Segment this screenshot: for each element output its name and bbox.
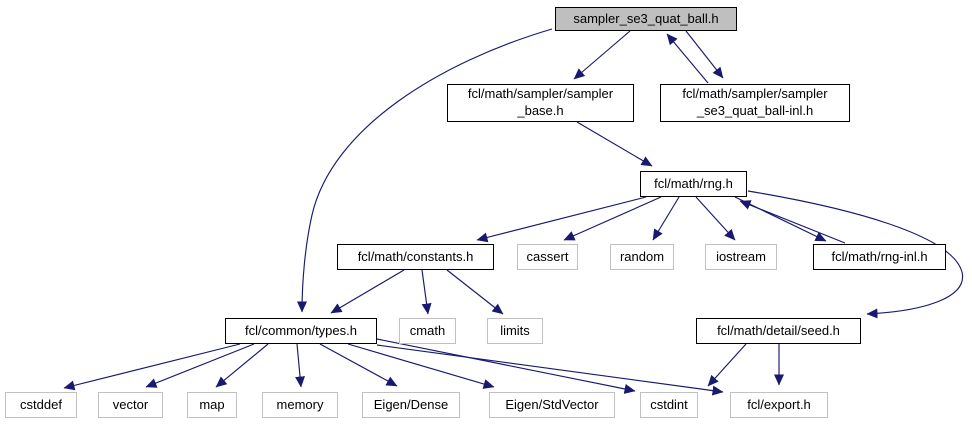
node-iostream: iostream xyxy=(705,244,777,270)
edge-constants-to-limits xyxy=(446,269,504,315)
edge-types-to-eigen-dense xyxy=(319,343,398,387)
edge-types-to-cstddef xyxy=(63,343,241,391)
node-vector: vector xyxy=(98,392,163,418)
node-map: map xyxy=(187,392,237,418)
node-random: random xyxy=(610,244,674,270)
edge-types-to-eigen-stdvector xyxy=(347,343,495,389)
node-cassert: cassert xyxy=(517,244,578,270)
edge-constants-to-types xyxy=(330,269,405,314)
node-cstdint: cstdint xyxy=(640,392,698,418)
node-fcl-export: fcl/export.h xyxy=(730,392,828,418)
node-cmath: cmath xyxy=(399,318,456,344)
edge-types-to-fcl-export xyxy=(376,344,724,396)
edge-rng-to-iostream xyxy=(695,196,736,241)
edge-seed-to-cstdint xyxy=(707,343,747,387)
node-sampler-base[interactable]: fcl/math/sampler/sampler _base.h xyxy=(447,84,634,122)
edge-rng-to-random xyxy=(652,196,680,241)
edge-sampler-base-to-rng xyxy=(576,121,653,167)
edge-types-to-vector xyxy=(145,343,255,388)
node-limits: limits xyxy=(487,318,543,344)
node-rng[interactable]: fcl/math/rng.h xyxy=(640,171,747,197)
node-sampler-se3-quat-ball-inl[interactable]: fcl/math/sampler/sampler _se3_quat_ball-… xyxy=(660,84,850,122)
node-eigen-stdvector: Eigen/StdVector xyxy=(489,392,615,418)
node-eigen-dense: Eigen/Dense xyxy=(362,392,460,418)
node-constants[interactable]: fcl/math/constants.h xyxy=(337,244,494,270)
edge-rng-to-cassert xyxy=(563,196,662,241)
edge-constants-to-cmath xyxy=(421,269,432,315)
node-rng-inl[interactable]: fcl/math/rng-inl.h xyxy=(813,244,946,270)
node-cstddef: cstddef xyxy=(5,392,77,418)
node-memory: memory xyxy=(262,392,338,418)
node-common-types[interactable]: fcl/common/types.h xyxy=(225,318,377,344)
node-detail-seed[interactable]: fcl/math/detail/seed.h xyxy=(696,318,861,344)
edge-main-to-sampler-inl xyxy=(685,30,724,79)
edge-types-to-cstdint xyxy=(376,338,636,394)
edge-main-to-sampler-base xyxy=(573,30,631,80)
edge-sampler-inl-to-main xyxy=(666,33,709,84)
edge-rng-inl-to-rng xyxy=(739,200,846,244)
node-sampler-se3-quat-ball: sampler_se3_quat_ball.h xyxy=(555,7,737,31)
edge-rng-to-constants xyxy=(476,196,647,243)
edge-types-to-map xyxy=(215,343,269,388)
edge-types-to-memory xyxy=(295,343,306,388)
edge-main-to-types xyxy=(297,28,553,313)
edge-rng-to-seed xyxy=(747,190,964,319)
